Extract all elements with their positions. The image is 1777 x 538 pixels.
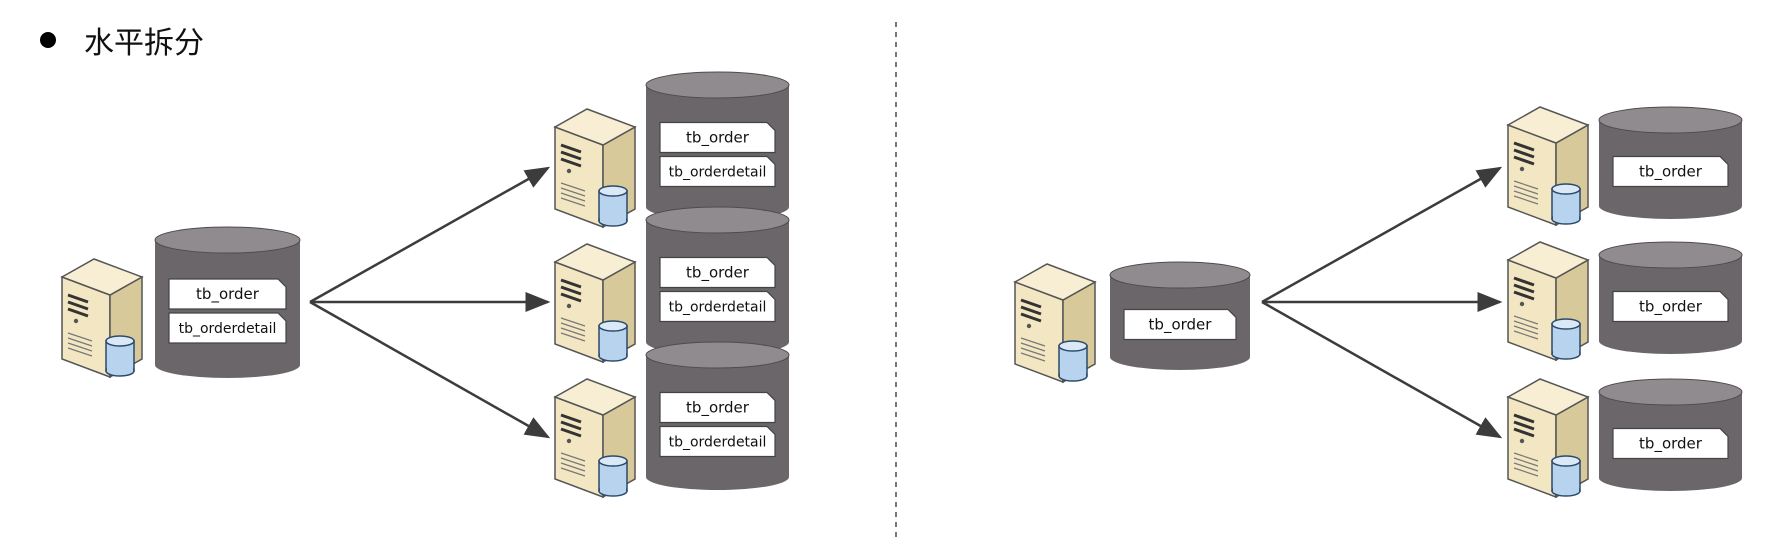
right-target-node-3: tb_order (1506, 378, 1743, 499)
database-disk-icon (598, 320, 628, 362)
right-target-node-1: tb_order (1506, 106, 1743, 227)
left-target-node-2: tb_order tb_orderdetail (553, 206, 790, 364)
arrow-right-to-target-3 (1261, 300, 1503, 439)
section-heading: 水平拆分 (40, 18, 204, 62)
table-name: tb_orderdetail (669, 300, 767, 316)
server-icon (553, 108, 637, 229)
left-source-node: tb_order tb_orderdetail (60, 226, 301, 379)
bullet-icon (40, 32, 56, 48)
table-name: tb_order (686, 264, 750, 283)
table-label: tb_order (659, 391, 776, 424)
table-label: tb_order (1123, 308, 1237, 341)
table-label: tb_order (168, 278, 287, 310)
table-label: tb_order (659, 121, 776, 154)
table-name: tb_order (196, 285, 260, 304)
database-disk-icon (1551, 455, 1581, 497)
database-disk-icon (598, 185, 628, 227)
arrow-left-to-target-3 (309, 300, 551, 439)
table-name: tb_order (1639, 163, 1703, 182)
table-label: tb_order (1612, 155, 1729, 188)
database-cylinder: tb_order (1598, 378, 1743, 491)
right-target-node-2: tb_order (1506, 241, 1743, 362)
right-source-node: tb_order (1013, 261, 1251, 384)
table-name: tb_orderdetail (669, 435, 767, 451)
table-label: tb_order (1612, 290, 1729, 323)
table-label: tb_orderdetail (659, 425, 776, 458)
table-name: tb_order (686, 129, 750, 148)
section-title: 水平拆分 (84, 26, 204, 61)
database-disk-icon (1058, 340, 1088, 382)
database-disk-icon (1551, 318, 1581, 360)
table-label: tb_order (1612, 427, 1729, 460)
database-disk-icon (105, 335, 135, 377)
table-name: tb_order (686, 399, 750, 418)
left-target-node-3: tb_order tb_orderdetail (553, 341, 790, 499)
database-cylinder: tb_order tb_orderdetail (645, 206, 790, 355)
table-label: tb_orderdetail (168, 312, 287, 344)
table-name: tb_order (1149, 316, 1213, 335)
table-label: tb_orderdetail (659, 290, 776, 323)
table-name: tb_orderdetail (179, 321, 277, 337)
database-cylinder: tb_order tb_orderdetail (645, 341, 790, 490)
table-name: tb_order (1639, 435, 1703, 454)
arrow-right-to-target-1 (1261, 166, 1503, 304)
arrow-left-to-target-1 (309, 166, 551, 304)
database-cylinder: tb_order (1598, 241, 1743, 354)
database-cylinder: tb_order (1109, 261, 1251, 370)
database-disk-icon (598, 455, 628, 497)
database-cylinder: tb_order tb_orderdetail (645, 71, 790, 220)
table-label: tb_orderdetail (659, 155, 776, 188)
table-name: tb_order (1639, 298, 1703, 317)
table-name: tb_orderdetail (669, 165, 767, 181)
database-disk-icon (1551, 183, 1581, 225)
table-label: tb_order (659, 256, 776, 289)
database-cylinder: tb_order (1598, 106, 1743, 219)
left-target-node-1: tb_order tb_orderdetail (553, 71, 790, 229)
database-cylinder: tb_order tb_orderdetail (154, 226, 301, 378)
